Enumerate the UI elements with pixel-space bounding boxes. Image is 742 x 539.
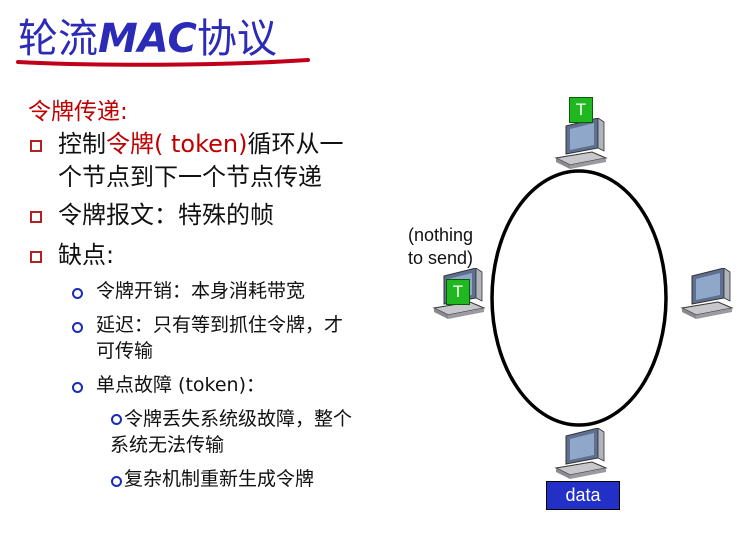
bullet-text: 循环从一 xyxy=(247,130,344,158)
sub-bullet-latency: 延迟：只有等到抓住令牌，才 可传输 xyxy=(96,312,343,364)
bullet-text: 控制 xyxy=(58,130,106,158)
data-frame-label: data xyxy=(546,481,620,510)
section-subtitle: 令牌传递: xyxy=(28,99,128,125)
slide-title: 轮流MAC协议 xyxy=(18,6,277,64)
sub-sub-bullet-token-loss: 令牌丢失系统级故障，整个 xyxy=(124,406,352,432)
computer-right-icon xyxy=(680,268,734,319)
title-part2: MAC xyxy=(98,16,197,62)
sub-sub-bullet-token-loss-cont: 系统无法传输 xyxy=(110,434,225,456)
computer-bottom-icon xyxy=(554,428,608,479)
circle-bullet-icon xyxy=(72,288,83,299)
note-line: (nothing xyxy=(408,225,474,245)
title-part3: 协议 xyxy=(196,16,277,62)
bullet-disadvantages: 缺点: xyxy=(58,241,115,269)
circle-bullet-icon xyxy=(72,382,83,393)
square-bullet-icon xyxy=(30,211,42,223)
sub-sub-bullet-regenerate: 复杂机制重新生成令牌 xyxy=(124,468,315,490)
computer-top-icon xyxy=(554,118,608,169)
bullet-token-circulates: 控制令牌( token)循环从一 个节点到下一个节点传递 xyxy=(58,128,343,194)
token-badge-top: T xyxy=(569,97,593,123)
square-bullet-icon xyxy=(30,140,42,152)
square-bullet-icon xyxy=(30,251,42,263)
circle-bullet-icon xyxy=(111,476,122,487)
sub-bullet-single-point-failure: 单点故障 (token)： xyxy=(96,374,265,396)
note-line: to send) xyxy=(408,248,474,268)
bullet-token-frame: 令牌报文：特殊的帧 xyxy=(58,201,274,229)
title-part1: 轮流 xyxy=(18,16,98,62)
circle-bullet-icon xyxy=(72,322,83,333)
bullet-text: 令牌丢失系统级故障，整个 xyxy=(124,408,353,430)
token-highlight: 令牌( token) xyxy=(106,130,248,158)
circle-bullet-icon xyxy=(111,414,122,425)
token-badge-left: T xyxy=(446,279,470,305)
sub-bullet-overhead: 令牌开销：本身消耗带宽 xyxy=(96,280,306,302)
token-ring xyxy=(490,169,668,427)
title-underline xyxy=(16,58,310,67)
bullet-text: 延迟：只有等到抓住令牌，才 xyxy=(96,314,344,336)
nothing-to-send-note: (nothing to send) xyxy=(408,224,473,270)
bullet-text: 个节点到下一个节点传递 xyxy=(58,163,322,191)
bullet-text: 可传输 xyxy=(96,340,154,362)
